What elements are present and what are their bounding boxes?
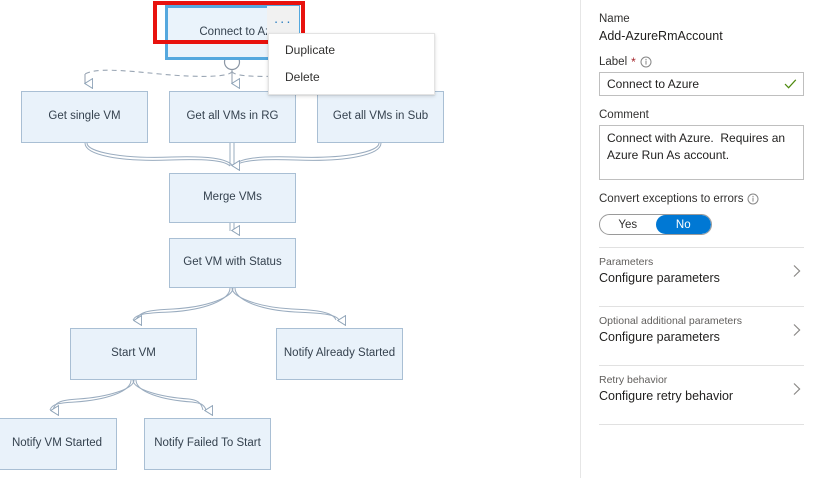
workflow-node-start-vm[interactable]: Start VM — [70, 328, 197, 380]
workflow-canvas[interactable]: Connect to Azure ··· Get single VM Get a… — [0, 0, 566, 478]
divider — [599, 365, 804, 366]
node-label: Notify Failed To Start — [154, 437, 261, 450]
chevron-right-icon — [792, 323, 802, 337]
workflow-node-get-all-vms-in-sub[interactable]: Get all VMs in Sub — [317, 91, 444, 143]
label-input-value: Connect to Azure — [607, 77, 700, 91]
node-label: Merge VMs — [203, 191, 262, 204]
workflow-node-merge-vms[interactable]: Merge VMs — [169, 173, 296, 223]
workflow-node-get-vm-with-status[interactable]: Get VM with Status — [169, 238, 296, 288]
info-icon[interactable] — [747, 193, 759, 205]
expander-sublabel: Retry behavior — [599, 374, 668, 386]
divider — [599, 247, 804, 248]
node-label: Notify Already Started — [283, 347, 396, 360]
expander-label: Configure parameters — [599, 330, 720, 344]
workflow-node-notify-failed-to-start[interactable]: Notify Failed To Start — [144, 418, 271, 470]
label-field-label: Label * — [599, 56, 804, 68]
divider — [599, 424, 804, 425]
comment-textarea[interactable]: Connect with Azure. Requires an Azure Ru… — [599, 125, 804, 180]
comment-label-text: Comment — [599, 109, 649, 121]
workflow-node-notify-vm-started[interactable]: Notify VM Started — [0, 418, 117, 470]
info-icon[interactable] — [640, 56, 652, 68]
name-field-label: Name — [599, 13, 804, 25]
divider — [599, 306, 804, 307]
node-label: Get all VMs in RG — [186, 110, 279, 123]
chevron-right-icon — [792, 382, 802, 396]
node-context-menu[interactable]: Duplicate Delete — [268, 33, 435, 95]
node-label: Connect to Azure — [199, 25, 288, 38]
expander-retry-behavior[interactable]: Retry behavior Configure retry behavior — [599, 366, 804, 412]
node-label: Get single VM — [48, 110, 121, 123]
expander-label: Configure retry behavior — [599, 389, 734, 403]
expander-parameters[interactable]: Parameters Configure parameters — [599, 248, 804, 294]
workflow-node-get-single-vm[interactable]: Get single VM — [21, 91, 148, 143]
expander-optional-additional-parameters[interactable]: Optional additional parameters Configure… — [599, 307, 804, 353]
workflow-node-get-all-vms-in-rg[interactable]: Get all VMs in RG — [169, 91, 296, 143]
label-input[interactable]: Connect to Azure — [599, 72, 804, 96]
panel-scrollbar-track[interactable] — [567, 0, 578, 478]
chevron-right-icon — [792, 264, 802, 278]
expander-sublabel: Parameters — [599, 256, 654, 268]
expander-label: Configure parameters — [599, 271, 720, 285]
required-asterisk: * — [631, 55, 636, 69]
context-menu-item-delete[interactable]: Delete — [285, 70, 320, 84]
node-label: Get all VMs in Sub — [332, 110, 429, 123]
panel-divider — [580, 0, 581, 478]
node-label: Start VM — [111, 347, 156, 360]
toggle-option-yes[interactable]: Yes — [618, 218, 638, 231]
convert-exceptions-label-text: Convert exceptions to errors — [599, 193, 744, 205]
name-label-text: Name — [599, 13, 630, 25]
properties-panel: Name Add-AzureRmAccount Label * Connect … — [581, 0, 822, 478]
node-label: Get VM with Status — [183, 256, 282, 269]
node-label: Notify VM Started — [11, 437, 103, 450]
label-label-text: Label — [599, 56, 628, 68]
convert-exceptions-label: Convert exceptions to errors — [599, 193, 804, 205]
expander-sublabel: Optional additional parameters — [599, 315, 743, 327]
toggle-option-no[interactable]: No — [655, 215, 711, 234]
comment-field-label: Comment — [599, 109, 804, 121]
name-value: Add-AzureRmAccount — [599, 29, 723, 43]
validation-check-icon — [784, 79, 797, 90]
workflow-node-notify-already-started[interactable]: Notify Already Started — [276, 328, 403, 380]
convert-exceptions-toggle[interactable]: Yes No — [599, 214, 712, 235]
context-menu-item-duplicate[interactable]: Duplicate — [285, 43, 336, 57]
